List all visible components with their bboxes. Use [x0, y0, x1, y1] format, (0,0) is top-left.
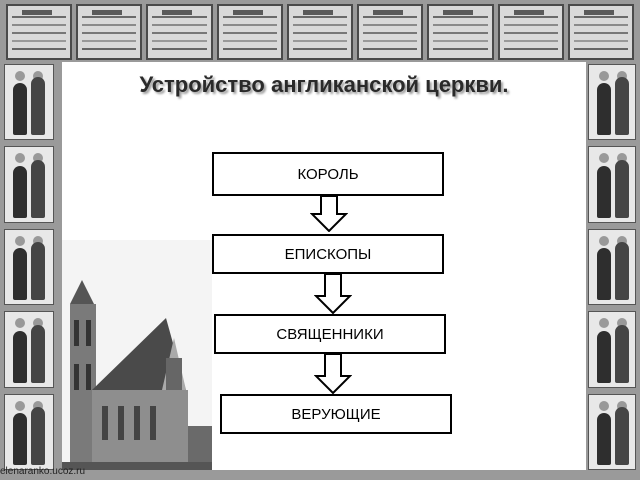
costume-figure-image — [4, 393, 54, 471]
watermark-text: elenaranko.ucoz.ru — [0, 466, 86, 477]
costume-figure-image — [4, 311, 54, 388]
down-arrow-icon — [314, 274, 352, 314]
city-map-image — [567, 4, 634, 60]
down-arrow-icon — [314, 354, 352, 394]
costume-figure-image — [588, 393, 636, 471]
flow-box-king: КОРОЛЬ — [212, 152, 444, 196]
church-photo — [62, 240, 212, 470]
costume-figure-image — [588, 64, 636, 141]
left-costume-figures — [4, 64, 54, 471]
church-illustration — [62, 240, 212, 470]
slide-panel: Устройство англиканской церкви. — [62, 62, 586, 470]
city-map-image — [497, 4, 564, 60]
city-map-image — [6, 4, 73, 60]
city-map-image — [286, 4, 354, 60]
city-map-image — [427, 4, 494, 60]
flow-box-priests: СВЯЩЕННИКИ — [214, 314, 446, 354]
city-map-image — [76, 4, 143, 60]
costume-figure-image — [588, 228, 636, 306]
flow-box-bishops: ЕПИСКОПЫ — [212, 234, 444, 274]
costume-figure-image — [588, 311, 636, 388]
costume-figure-image — [588, 146, 636, 223]
city-map-image — [146, 4, 213, 60]
costume-figure-image — [4, 64, 54, 141]
costume-figure-image — [4, 146, 54, 223]
city-map-image — [357, 4, 424, 60]
costume-figure-image — [4, 228, 54, 306]
right-costume-figures — [588, 64, 636, 471]
map-band — [6, 4, 634, 60]
city-map-image — [216, 4, 283, 60]
slide-title: Устройство англиканской церкви. — [139, 72, 509, 97]
down-arrow-icon — [310, 196, 348, 232]
flow-box-believers: ВЕРУЮЩИЕ — [220, 394, 452, 434]
